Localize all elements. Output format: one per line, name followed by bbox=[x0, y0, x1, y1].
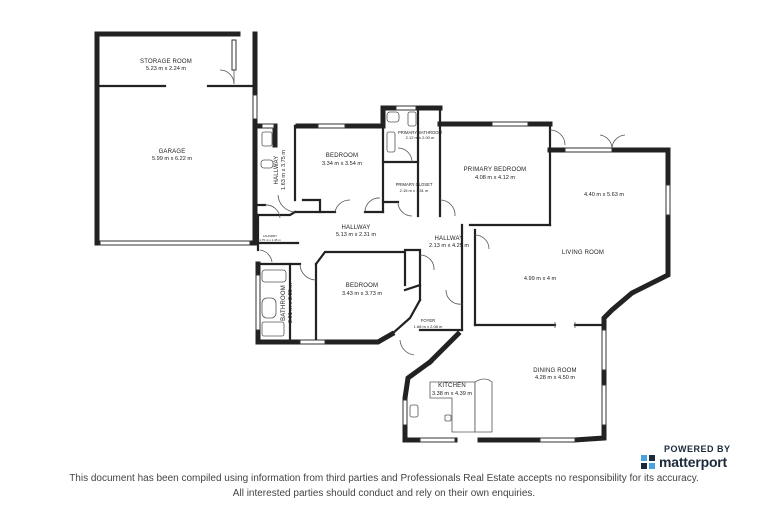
laundry-name: LAUNDRY bbox=[263, 234, 277, 238]
primary-closet-dims: 2.15 m x 1.51 m bbox=[400, 188, 429, 193]
hallway-right-name: HALLWAY bbox=[435, 236, 464, 242]
dining-room-dims: 4.28 m x 4.50 m bbox=[535, 375, 575, 381]
storage-room-name: STORAGE ROOM bbox=[140, 59, 192, 65]
bathroom-name: BATHROOM bbox=[281, 285, 287, 321]
windows bbox=[99, 39, 671, 443]
bedroom-bottom-dims: 3.43 m x 3.73 m bbox=[342, 291, 382, 297]
living-room-name: LIVING ROOM bbox=[562, 250, 604, 256]
bedroom-top-name: BEDROOM bbox=[326, 153, 358, 159]
room-labels: STORAGE ROOM 5.23 m x 2.24 m GARAGE 5.99… bbox=[140, 59, 624, 397]
bathroom-dims: 2.01 m x 2.85 m bbox=[288, 283, 294, 323]
hallway-mid-dims: 5.13 m x 2.31 m bbox=[336, 232, 376, 238]
fixtures bbox=[260, 111, 452, 422]
primary-bathroom-dims: 2.12 m x 2.00 m bbox=[406, 135, 435, 140]
matterport-logo: matterport bbox=[640, 454, 727, 470]
kitchen-name: KITCHEN bbox=[438, 383, 466, 389]
garage-dims: 5.99 m x 6.22 m bbox=[152, 156, 192, 162]
exterior-walls bbox=[94, 31, 671, 443]
foyer-name: FOYER bbox=[421, 318, 435, 323]
foyer-dims: 1.68 m x 2.08 m bbox=[414, 324, 443, 329]
bedroom-bottom-name: BEDROOM bbox=[346, 283, 378, 289]
hallway-right-dims: 2.13 m x 4.25 m bbox=[429, 243, 469, 249]
unlabeled-room-dims: 4.40 m x 5.63 m bbox=[584, 192, 624, 198]
hallway-left-dims: 1.63 m x 3.75 m bbox=[281, 150, 287, 190]
primary-bathroom-name: PRIMARY BATHROOM bbox=[398, 130, 442, 135]
kitchen-dims: 3.38 m x 4.39 m bbox=[432, 391, 472, 397]
laundry-dims: 1.75 m x 1.45 m bbox=[259, 238, 281, 242]
garage-name: GARAGE bbox=[159, 149, 186, 155]
disclaimer-line-1: This document has been compiled using in… bbox=[69, 473, 699, 484]
powered-by-label: POWERED BY bbox=[664, 444, 731, 454]
bedroom-top-dims: 3.34 m x 3.54 m bbox=[322, 161, 362, 167]
dining-room-name: DINING ROOM bbox=[533, 368, 577, 374]
matterport-logo-icon bbox=[641, 455, 655, 469]
matterport-name: matterport bbox=[659, 454, 728, 470]
interior-walls bbox=[95, 84, 606, 433]
doors bbox=[219, 69, 626, 356]
primary-closet-name: PRIMARY CLOSET bbox=[396, 182, 433, 187]
disclaimer-line-2: All interested parties should conduct an… bbox=[232, 488, 536, 499]
storage-room-dims: 5.23 m x 2.24 m bbox=[146, 66, 186, 72]
primary-bedroom-dims: 4.08 m x 4.12 m bbox=[475, 175, 515, 181]
primary-bedroom-name: PRIMARY BEDROOM bbox=[464, 167, 527, 173]
hallway-mid-name: HALLWAY bbox=[342, 225, 371, 231]
living-room-dims: 4.99 m x 4 m bbox=[524, 276, 557, 282]
hallway-left-name: HALLWAY bbox=[274, 156, 280, 185]
